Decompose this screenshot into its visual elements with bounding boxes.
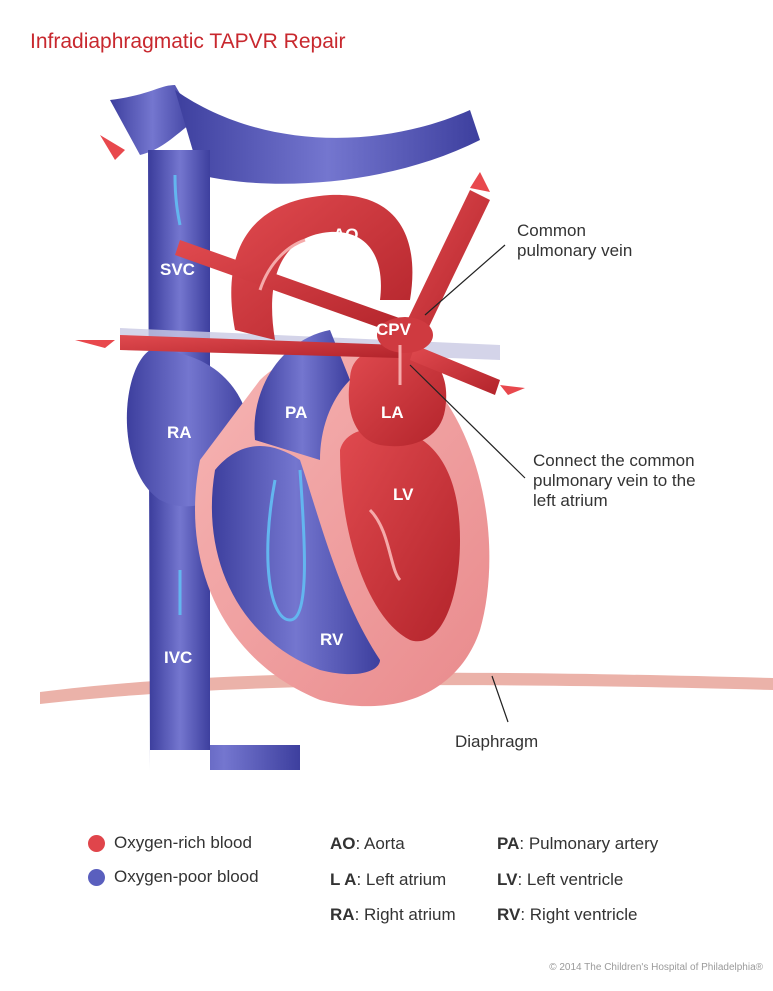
callout-line: pulmonary vein	[517, 241, 633, 260]
legend-poor-label: Oxygen-poor blood	[114, 867, 259, 886]
abbr-ao: AO: Aorta	[330, 834, 405, 853]
label-la: LA	[381, 403, 404, 422]
diaphragm-band	[40, 672, 773, 704]
cpv-branch-left	[175, 240, 405, 335]
label-ivc: IVC	[164, 648, 192, 667]
label-rv: RV	[320, 630, 344, 649]
leader-lines	[409, 244, 526, 723]
legend-rich: Oxygen-rich blood	[88, 833, 252, 853]
legend-rich-label: Oxygen-rich blood	[114, 833, 252, 852]
cpv-junction	[377, 317, 433, 353]
copyright: © 2014 The Children's Hospital of Philad…	[549, 962, 763, 973]
svc-upper-vessel	[110, 85, 195, 155]
label-lv: LV	[393, 485, 414, 504]
blood-flow-arrows	[173, 174, 306, 622]
red-arrows	[75, 135, 525, 395]
label-ao: AO	[333, 225, 359, 244]
cpv-left-lower	[120, 335, 400, 358]
page-title: Infradiaphragmatic TAPVR Repair	[30, 30, 346, 53]
label-pa: PA	[285, 403, 307, 422]
connect-callout: Connect the common pulmonary vein to the…	[533, 451, 696, 511]
right-ventricle	[211, 446, 380, 675]
red-flow-arrows	[258, 238, 402, 582]
cpv-branch-lower-right	[410, 345, 500, 395]
abbr-rv: RV: Right ventricle	[497, 905, 638, 924]
poor-dot-icon	[88, 868, 105, 886]
label-cpv: CPV	[376, 320, 412, 339]
left-atrium	[348, 348, 447, 447]
label-ra: RA	[167, 423, 192, 442]
aorta	[231, 194, 413, 340]
callout-line: Connect the common	[533, 451, 695, 470]
callout-line: left atrium	[533, 491, 608, 510]
pulmonary-artery	[254, 330, 350, 460]
abbr-pa: PA: Pulmonary artery	[497, 834, 659, 853]
left-ventricle	[340, 428, 460, 642]
abbr-ra: RA: Right atrium	[330, 905, 456, 924]
svc-branch	[175, 90, 480, 184]
abbr-la: L A: Left atrium	[330, 870, 447, 889]
common-pulmonary-vein-callout: Common pulmonary vein	[517, 221, 632, 261]
legend-poor: Oxygen-poor blood	[88, 867, 259, 887]
diaphragm-callout: Diaphragm	[455, 732, 539, 751]
callout-line: Common	[517, 221, 586, 240]
rich-dot-icon	[88, 834, 105, 852]
abbr-lv: LV: Left ventricle	[497, 870, 624, 889]
cpv-branch-upper-right	[405, 190, 490, 335]
callout-line: pulmonary vein to the	[533, 471, 696, 490]
label-svc: SVC	[160, 260, 195, 279]
